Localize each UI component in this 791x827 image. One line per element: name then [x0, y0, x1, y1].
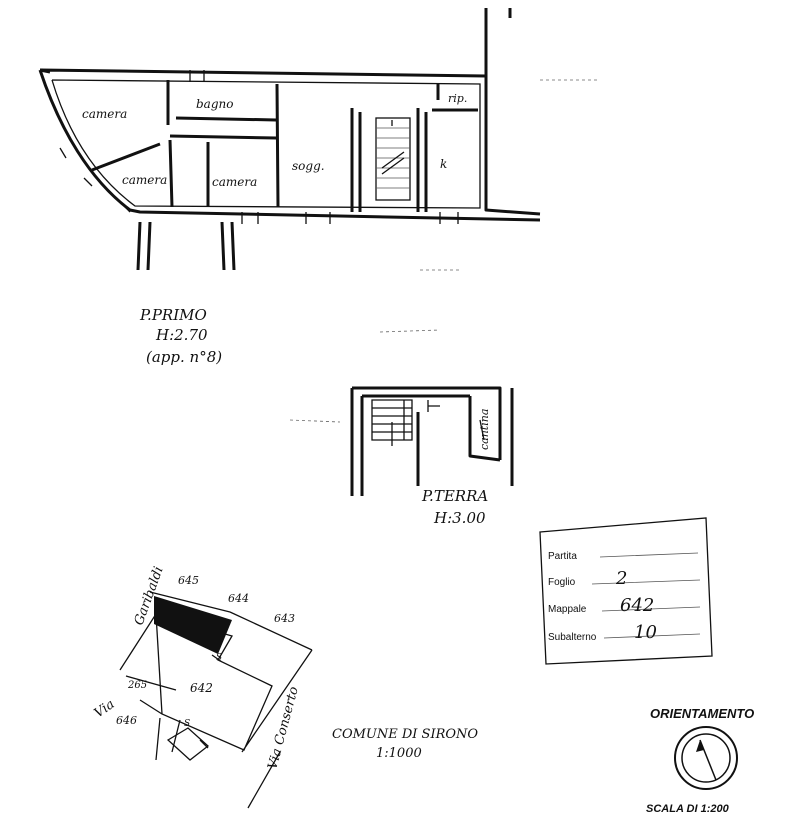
background-faint-marks — [289, 79, 600, 423]
parcel-label-646: 646 — [116, 714, 137, 727]
cadastral-value-subalterno: 10 — [634, 622, 657, 643]
room-label-camera-3: camera — [212, 175, 257, 189]
orientation-block: ORIENTAMENTO SCALA DI 1:200 — [646, 706, 754, 815]
site-mark-s-2: S — [184, 719, 190, 729]
first-floor-plan: camera bagno camera camera sogg. k rip. … — [38, 8, 541, 366]
ground-floor-plan: cantina P.TERRA H:3.00 — [350, 386, 514, 527]
ground-floor-stair — [371, 399, 413, 446]
cadastral-value-mappale: 642 — [620, 595, 654, 616]
room-label-soggiorno: sogg. — [292, 159, 325, 173]
site-plan-block-edge — [166, 727, 210, 761]
room-label-ripostiglio: rip. — [448, 92, 467, 105]
cadastral-box-rules — [591, 552, 701, 639]
room-label-camera-2: camera — [122, 173, 167, 187]
ground-floor-door — [427, 400, 485, 441]
floor-height-primo: H:2.70 — [155, 326, 208, 344]
first-floor-partitions — [166, 80, 478, 212]
street-label-via: Via — [92, 697, 118, 721]
first-floor-outer-wall — [38, 8, 541, 222]
street-label-via-conserto: Via Conserto — [265, 685, 302, 771]
first-floor-inner-wall — [51, 79, 481, 209]
site-mark-s-1: S — [216, 653, 222, 663]
cadastral-box: Partita Foglio Mappale Subalterno 2 642 … — [539, 517, 713, 665]
ground-floor-outer-wall — [350, 386, 514, 496]
drawing-scale: SCALA DI 1:200 — [646, 803, 730, 815]
first-floor-stair — [375, 117, 411, 201]
room-label-cucina: k — [440, 157, 447, 171]
apartment-number: (app. n°8) — [146, 348, 222, 366]
floor-height-terra: H:3.00 — [433, 509, 486, 527]
room-label-cantina: cantina — [478, 409, 491, 450]
first-floor-corridor — [136, 221, 236, 271]
cadastral-box-frame — [539, 517, 713, 665]
room-label-bagno: bagno — [196, 97, 233, 111]
parcel-label-643: 643 — [274, 612, 295, 625]
cadastral-label-mappale: Mappale — [548, 604, 587, 615]
cadastral-value-foglio: 2 — [615, 568, 627, 589]
site-plan-lot-lines — [119, 591, 313, 809]
first-floor-openings — [59, 70, 459, 224]
first-floor-diagonal-wall — [91, 142, 161, 172]
floor-title-primo: P.PRIMO — [139, 306, 207, 324]
orientation-title: ORIENTAMENTO — [650, 706, 754, 721]
floor-title-terra: P.TERRA — [421, 487, 488, 505]
parcel-label-644: 644 — [228, 592, 249, 605]
cadastral-label-subalterno: Subalterno — [548, 632, 597, 643]
cadastral-label-foglio: Foglio — [548, 577, 576, 588]
room-label-camera-1: camera — [82, 107, 127, 121]
municipality-label: COMUNE DI SIRONO — [332, 727, 478, 742]
site-plan-highlighted-unit — [154, 596, 232, 654]
site-plan: Garibaldi Via Via Conserto 645 644 643 6… — [92, 565, 478, 809]
north-arrow-icon — [674, 726, 738, 790]
parcel-label-645: 645 — [178, 574, 199, 587]
parcel-label-265: 265 — [127, 680, 147, 691]
cadastral-label-partita: Partita — [548, 551, 577, 562]
parcel-label-642: 642 — [190, 681, 213, 695]
site-plan-scale: 1:1000 — [376, 746, 422, 761]
